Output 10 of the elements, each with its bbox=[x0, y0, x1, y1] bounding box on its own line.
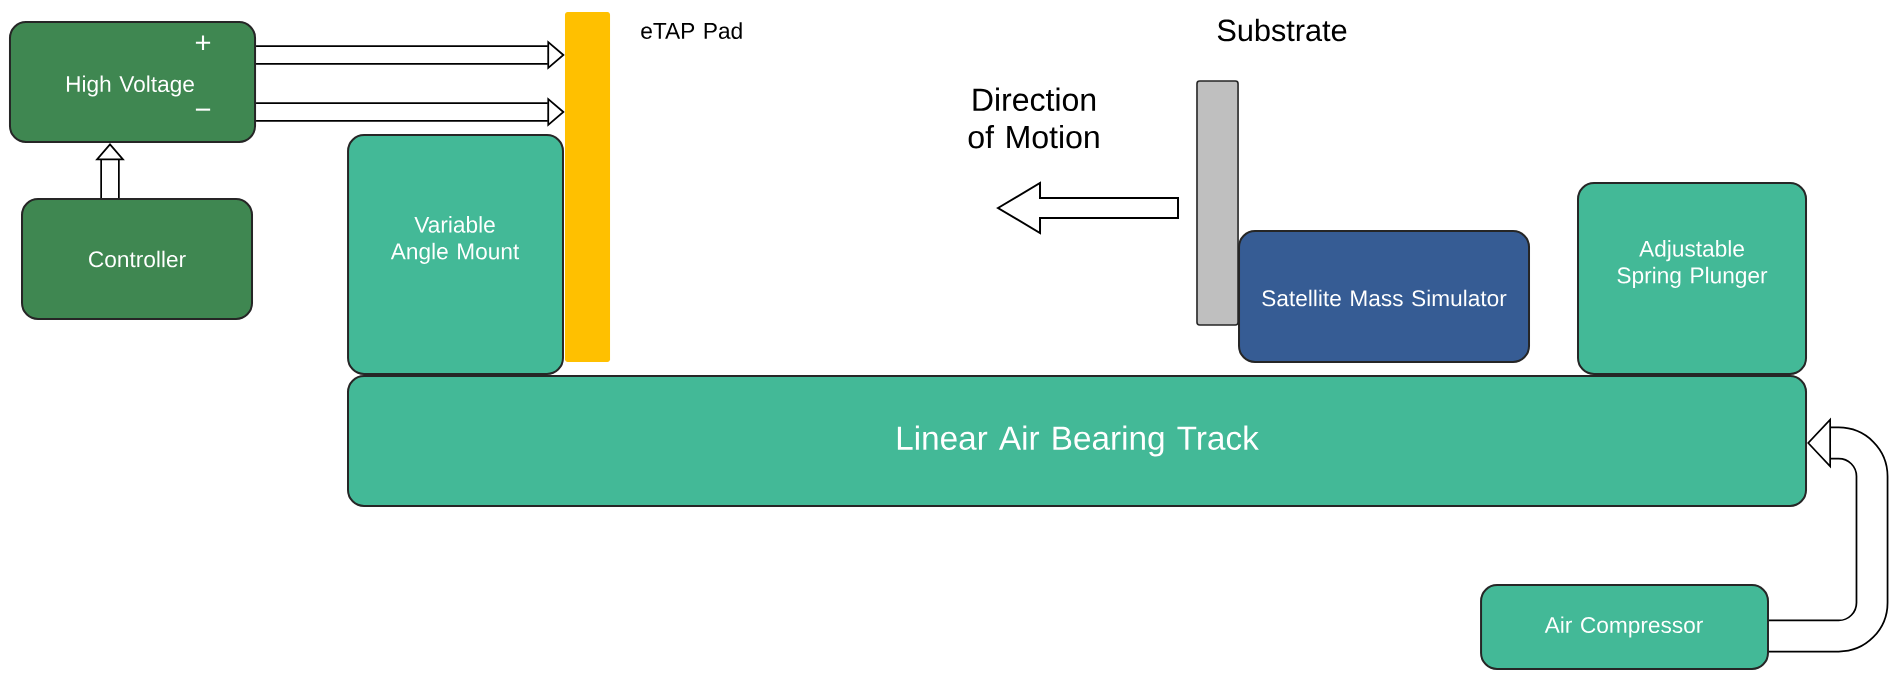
compressor-box: Air Compressor bbox=[1480, 584, 1769, 670]
simulator-block: Satellite Mass Simulator bbox=[1238, 230, 1530, 363]
power-supply-box: High Voltage + − bbox=[8, 21, 257, 143]
pad-label: eTAP Pad bbox=[641, 22, 742, 39]
substrate-label: Substrate bbox=[1217, 18, 1347, 42]
controller-box: Controller bbox=[21, 198, 253, 320]
plunger-block: Adjustable Spring Plunger bbox=[1577, 182, 1807, 375]
mount-block: Variable Angle Mount bbox=[347, 134, 564, 375]
track-block: Linear Air Bearing Track bbox=[347, 375, 1807, 507]
direction-label: Direction of Motion bbox=[968, 87, 1099, 149]
